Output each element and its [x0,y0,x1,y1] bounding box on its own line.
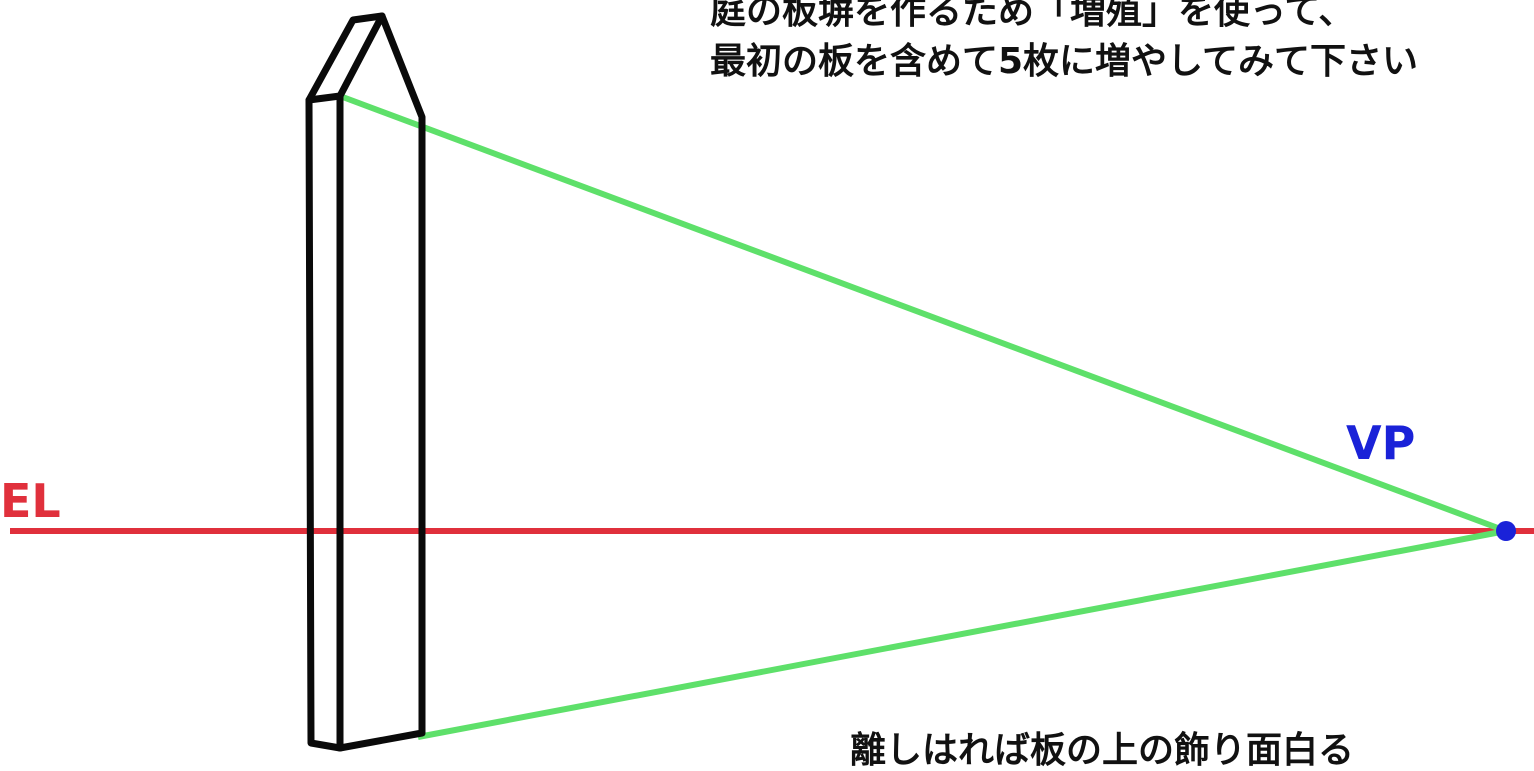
instruction-line-2: 最初の板を含めて5枚に増やしてみて下さい [710,41,1418,82]
upper-perspective-guide-line [338,93,1508,534]
fence-board [305,12,426,752]
board-front-face [336,12,426,752]
board-side-face [305,92,344,752]
vp-label: VP [1346,416,1416,470]
bottom-note: 離しはれば板の上の飾り面白る [850,730,1355,771]
el-label: EL [0,474,61,528]
perspective-diagram [10,12,1534,752]
vanishing-point-dot [1496,521,1516,541]
lower-perspective-guide-line [417,528,1507,740]
board-top-edge [305,12,386,104]
instruction-line-1: 庭の板塀を作るため「増殖」を使って、 [710,0,1355,32]
